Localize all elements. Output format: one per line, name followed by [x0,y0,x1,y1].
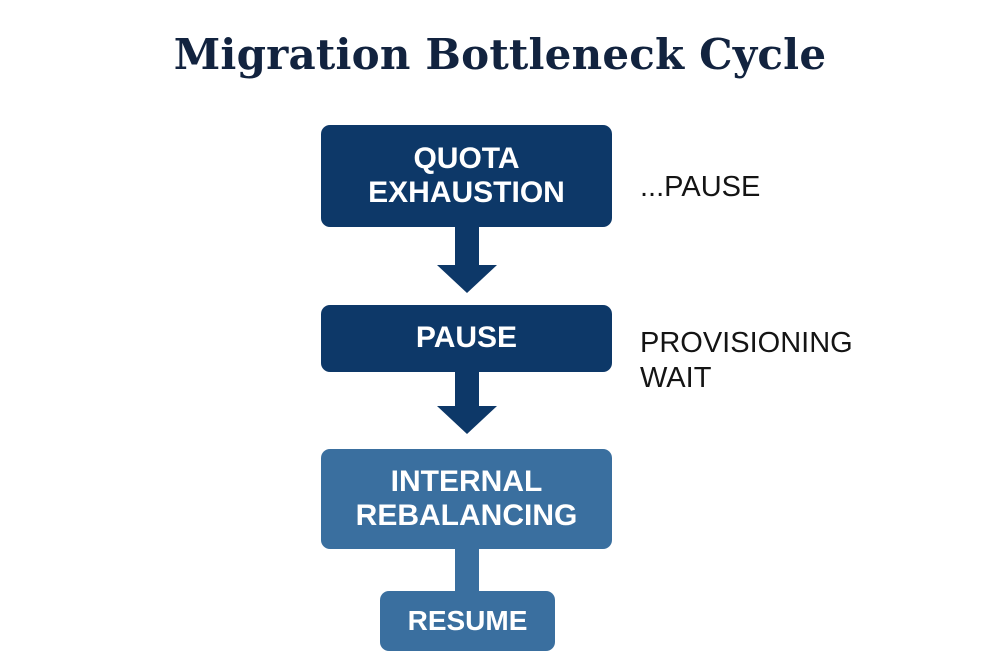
internal-rebalancing-node: INTERNAL REBALANCING [321,449,612,549]
resume-label: RESUME [407,604,528,636]
diagram-title: Migration Bottleneck Cycle [173,30,827,79]
internal-rebalancing-label: INTERNAL REBALANCING [355,464,578,533]
provisioning-wait-annotation: PROVISIONING WAIT [640,327,853,394]
pause-node: PAUSE [321,305,612,372]
quota-exhaustion-node: QUOTA EXHAUSTION [321,125,612,227]
pause-annotation: ...PAUSE [640,171,761,203]
pause-label: PAUSE [415,321,518,355]
arrow-pause-to-rebalancing [437,372,497,434]
quota-exhaustion-label: QUOTA EXHAUSTION [368,141,565,210]
resume-node: RESUME [380,591,555,651]
arrow-quota-to-pause [437,227,497,293]
connector-rebalancing-to-resume [455,548,479,593]
